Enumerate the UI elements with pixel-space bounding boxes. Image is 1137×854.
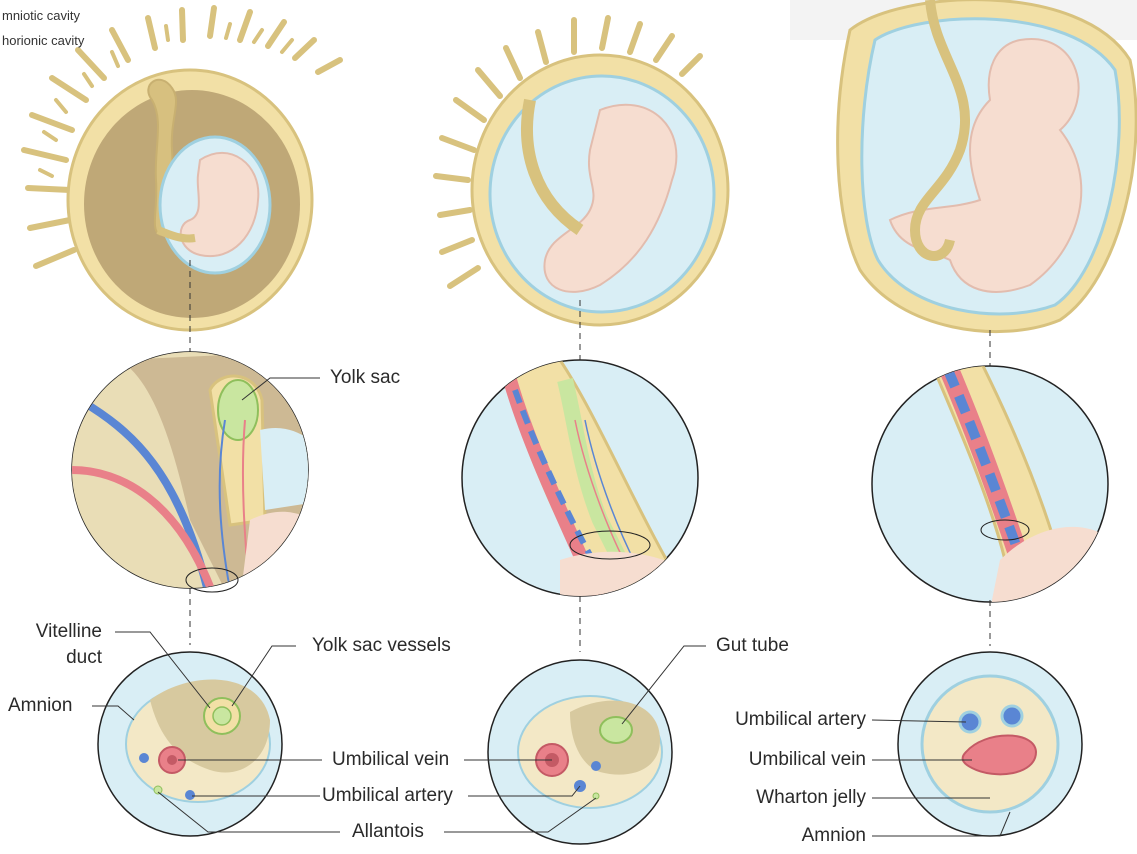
- cross-section-1: [98, 652, 282, 836]
- stage2-embryo-sac: [436, 18, 728, 360]
- cs2-gut-tube: [600, 717, 632, 743]
- label-amnion-left: Amnion: [8, 696, 72, 715]
- label-gut-tube: Gut tube: [716, 636, 789, 655]
- cross-section-3: [898, 652, 1082, 836]
- stage3-fetus-sac: [790, 0, 1137, 366]
- label-umbilical-artery-right: Umbilical artery: [690, 710, 866, 729]
- stage1-embryo-sac: [24, 8, 340, 352]
- label-wharton-jelly: Wharton jelly: [690, 788, 866, 807]
- label-amnion-right: Amnion: [690, 826, 866, 845]
- cs1-allantois: [154, 786, 162, 794]
- cs1-umbilical-artery-b: [185, 790, 195, 800]
- legend-chorionic-cavity: horionic cavity: [2, 33, 85, 48]
- label-allantois: Allantois: [352, 822, 424, 841]
- cross-section-2: [488, 660, 672, 844]
- zoom-circle-2: [462, 360, 700, 652]
- zoom-circle-1: [60, 350, 330, 645]
- legend-amniotic-cavity: mniotic cavity: [2, 8, 81, 23]
- label-umbilical-artery-center: Umbilical artery: [322, 786, 453, 805]
- label-yolk-sac: Yolk sac: [330, 368, 400, 387]
- zoom-circle-3: [872, 360, 1110, 646]
- label-umbilical-vein-center: Umbilical vein: [332, 750, 449, 769]
- label-yolk-sac-vessels: Yolk sac vessels: [312, 636, 451, 655]
- cs3-umbilical-artery-b: [1002, 706, 1022, 726]
- label-vitelline-duct-1: Vitelline: [18, 622, 102, 641]
- label-vitelline-duct-2: duct: [18, 648, 102, 667]
- label-umbilical-vein-right: Umbilical vein: [690, 750, 866, 769]
- cs2-umbilical-artery-b: [591, 761, 601, 771]
- cs1-umbilical-artery-a: [139, 753, 149, 763]
